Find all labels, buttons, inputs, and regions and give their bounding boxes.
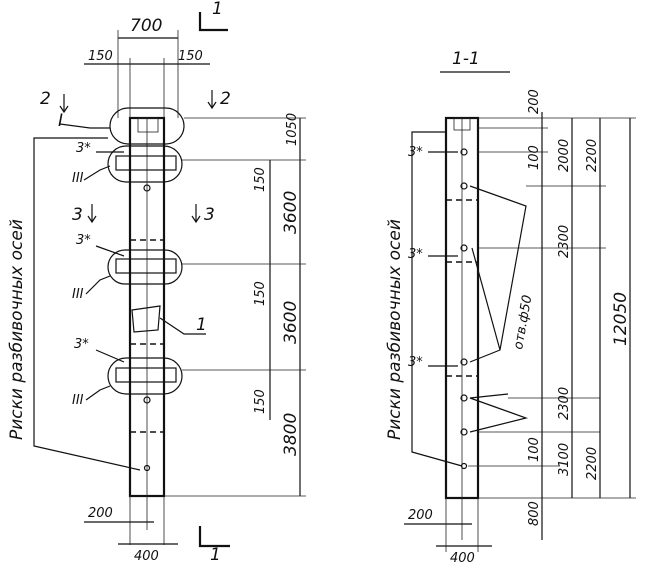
right-title: 1-1 — [452, 49, 480, 69]
ref-IIIa-leader — [83, 165, 111, 181]
r-bdim-400-text: 400 — [450, 551, 475, 566]
r-c3-2200a: 2200 — [585, 139, 600, 172]
r-c3-2200b: 2200 — [585, 447, 600, 480]
r-hole-3 — [460, 244, 468, 252]
r-ref-3b-text: 3* — [408, 247, 423, 262]
r-ref-3a-text: 3* — [408, 145, 423, 160]
plate-IIIc — [115, 367, 177, 383]
r-hole-5 — [460, 394, 468, 402]
left-view: 700 150 150 1 2 2 I 3* III 3 3 3* — [7, 0, 306, 565]
axis-bracket — [33, 137, 141, 471]
r-ref-3c-text: 3* — [408, 355, 423, 370]
section-3-right-marker — [191, 204, 201, 224]
r-bdim-200-text: 200 — [408, 508, 433, 523]
r-c2-2300b: 2300 — [557, 387, 572, 420]
r-hole-2 — [460, 182, 468, 190]
section-1-top-marker — [198, 12, 228, 32]
ref-3b-leader — [95, 245, 125, 257]
r-hole-1 — [460, 148, 468, 156]
ref-3c-text: 3* — [74, 337, 89, 352]
plate-IIIb — [115, 258, 177, 274]
dim-150-left-text: 150 — [88, 49, 113, 64]
section-3-left-text: 3 — [72, 205, 83, 225]
rdim-150c: 150 — [253, 389, 268, 414]
section-1-bottom-text: 1 — [210, 545, 221, 565]
r-hole-4 — [460, 358, 468, 366]
hole-c — [143, 396, 151, 404]
oval-IIIb — [107, 249, 183, 285]
node-I-leader — [59, 123, 110, 129]
right-column-head — [453, 117, 471, 131]
r-c2-2000: 2000 — [557, 139, 572, 172]
ref-IIIc-leader — [85, 385, 111, 401]
rdim-3600a: 3600 — [281, 191, 301, 234]
rdim-1050: 1050 — [285, 113, 300, 146]
right-axis-bracket — [411, 131, 463, 467]
ref-3a-text: 3* — [76, 141, 91, 156]
ref-IIIb-text: III — [72, 287, 84, 302]
r-hole-6 — [460, 428, 468, 436]
ref-1-text: 1 — [196, 315, 207, 335]
ref-3b-text: 3* — [76, 233, 91, 248]
hole-bottom — [143, 464, 151, 472]
r-c2-2300a: 2300 — [557, 225, 572, 258]
hole-label: отв.ф50 — [511, 294, 535, 351]
section-2-right-marker — [207, 90, 217, 110]
r-c1-100a: 100 — [527, 145, 542, 170]
rdim-3800: 3800 — [281, 413, 301, 456]
oval-IIIc — [107, 357, 183, 395]
section-3-left-marker — [87, 204, 97, 224]
r-total-12050: 12050 — [611, 292, 631, 346]
section-1-top-text: 1 — [212, 0, 223, 19]
hole-a — [143, 184, 151, 192]
section-3-right-text: 3 — [204, 205, 215, 225]
right-view: 1-1 3* 3* 3* отв.ф50 Риски разбивочных о… — [385, 49, 636, 566]
dim-700-text: 700 — [130, 16, 162, 36]
item-1-plate — [131, 305, 161, 333]
ref-3c-leader — [95, 349, 125, 363]
section-2-left-marker — [59, 94, 69, 114]
hole-leader-fan — [469, 185, 529, 433]
bdim-200-text: 200 — [88, 506, 113, 521]
section-1-bottom-marker — [198, 526, 230, 548]
ref-IIIb-leader — [85, 275, 111, 295]
ref-IIIa-text: III — [72, 171, 84, 186]
r-c1-200: 200 — [527, 89, 542, 114]
node-I-oval — [109, 107, 185, 145]
node-I-head — [137, 117, 159, 133]
oval-IIIa — [107, 145, 183, 183]
section-2-left-text: 2 — [40, 89, 51, 109]
section-2-right-text: 2 — [220, 89, 231, 109]
plate-IIIa — [115, 155, 177, 171]
r-c2-3100: 3100 — [557, 443, 572, 476]
left-axis-label: Риски разбивочных осей — [7, 219, 27, 440]
r-c1-800: 800 — [527, 501, 542, 526]
r-c1-100b: 100 — [527, 437, 542, 462]
ref-1-leader — [159, 317, 206, 335]
rdim-150b: 150 — [253, 281, 268, 306]
dim-150-right-text: 150 — [178, 49, 203, 64]
bdim-400-text: 400 — [134, 549, 159, 564]
rdim-3600b: 3600 — [281, 301, 301, 344]
right-axis-label: Риски разбивочных осей — [385, 219, 405, 440]
ref-IIIc-text: III — [72, 393, 84, 408]
rdim-150a: 150 — [253, 167, 268, 192]
node-I-text: I — [58, 111, 63, 131]
